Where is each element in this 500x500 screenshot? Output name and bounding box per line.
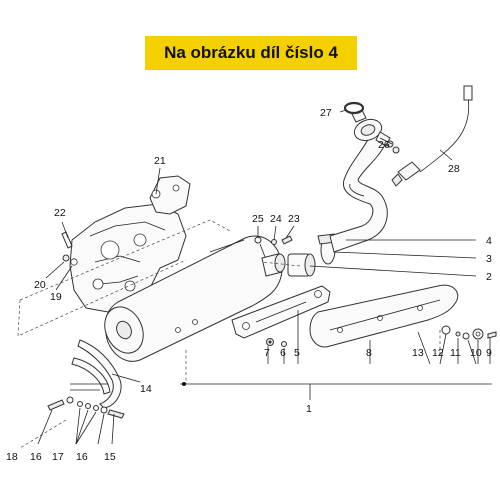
callout-1: 1 bbox=[306, 403, 312, 415]
gasket-2 bbox=[287, 253, 316, 277]
callout-13: 13 bbox=[412, 347, 424, 359]
exhaust-manifold-pipe bbox=[329, 109, 391, 253]
callout-15: 15 bbox=[104, 451, 116, 463]
washer-16a bbox=[66, 396, 74, 404]
support-bracket-5 bbox=[231, 285, 331, 339]
gasket-27 bbox=[343, 101, 365, 115]
washers-17 bbox=[77, 401, 99, 411]
washer-12 bbox=[455, 331, 461, 337]
callout-19: 19 bbox=[50, 291, 62, 303]
pin-22 bbox=[61, 231, 73, 249]
callout-6: 6 bbox=[280, 347, 286, 359]
callout-27: 27 bbox=[320, 107, 332, 119]
bolt-20 bbox=[62, 254, 78, 266]
callout-3: 3 bbox=[486, 253, 492, 265]
screw-9 bbox=[487, 331, 497, 339]
washer-10 bbox=[472, 328, 484, 340]
callout-17: 17 bbox=[52, 451, 64, 463]
callout-7: 7 bbox=[264, 347, 270, 359]
leader-lines bbox=[37, 109, 491, 445]
callout-8: 8 bbox=[366, 347, 372, 359]
silencer-inlet bbox=[261, 253, 286, 277]
callout-28: 28 bbox=[448, 163, 460, 175]
callout-21: 21 bbox=[154, 155, 166, 167]
callout-25: 25 bbox=[252, 213, 264, 225]
callout-23: 23 bbox=[288, 213, 300, 225]
washer-11 bbox=[462, 332, 470, 340]
part-number-banner: Na obrázku díl číslo 4 bbox=[145, 36, 357, 70]
washer-13 bbox=[441, 325, 451, 335]
lambda-sensor-28 bbox=[391, 85, 473, 187]
callout-22: 22 bbox=[54, 207, 66, 219]
heat-shield-8 bbox=[309, 284, 459, 348]
callout-11: 11 bbox=[450, 347, 461, 359]
washer-16b bbox=[100, 406, 108, 414]
callout-numbers: 1 2 3 4 5 6 7 8 9 10 11 12 13 14 15 16 1… bbox=[6, 107, 492, 463]
nut-24 bbox=[271, 239, 277, 245]
assembly-guides bbox=[17, 219, 441, 449]
callout-9: 9 bbox=[486, 347, 492, 359]
callout-4: 4 bbox=[486, 235, 492, 247]
callout-26: 26 bbox=[378, 139, 390, 151]
nut-7 bbox=[266, 338, 274, 346]
screw-23 bbox=[281, 235, 293, 245]
callout-16b: 16 bbox=[76, 451, 88, 463]
callout-24: 24 bbox=[270, 213, 282, 225]
assembly-bracket-1 bbox=[180, 382, 492, 400]
callout-12: 12 bbox=[432, 347, 444, 359]
callout-10: 10 bbox=[470, 347, 482, 359]
bolt-18 bbox=[47, 399, 65, 411]
bracket-21 bbox=[149, 175, 191, 215]
callout-20: 20 bbox=[34, 279, 46, 291]
callout-14: 14 bbox=[140, 383, 152, 395]
silencer-body bbox=[104, 235, 283, 362]
bolt-15 bbox=[107, 409, 125, 419]
callout-16a: 16 bbox=[30, 451, 42, 463]
callout-18: 18 bbox=[6, 451, 18, 463]
callout-5: 5 bbox=[294, 347, 300, 359]
screw-6 bbox=[281, 341, 287, 347]
callout-2: 2 bbox=[486, 271, 492, 283]
engine-crankcase bbox=[69, 203, 187, 313]
